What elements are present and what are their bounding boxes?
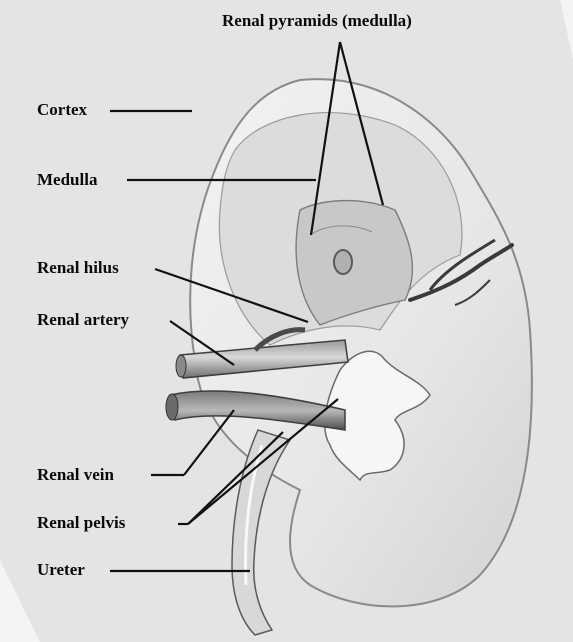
renal-artery-label: Renal artery (37, 311, 129, 328)
renal-vein-label: Renal vein (37, 466, 114, 483)
renal-hilus-label: Renal hilus (37, 259, 119, 276)
medulla-label: Medulla (37, 171, 97, 188)
renal-pelvis-label: Renal pelvis (37, 514, 125, 531)
ureter-label: Ureter (37, 561, 85, 578)
renal-pyramids-label: Renal pyramids (medulla) (222, 12, 412, 29)
cortex-label: Cortex (37, 101, 87, 118)
